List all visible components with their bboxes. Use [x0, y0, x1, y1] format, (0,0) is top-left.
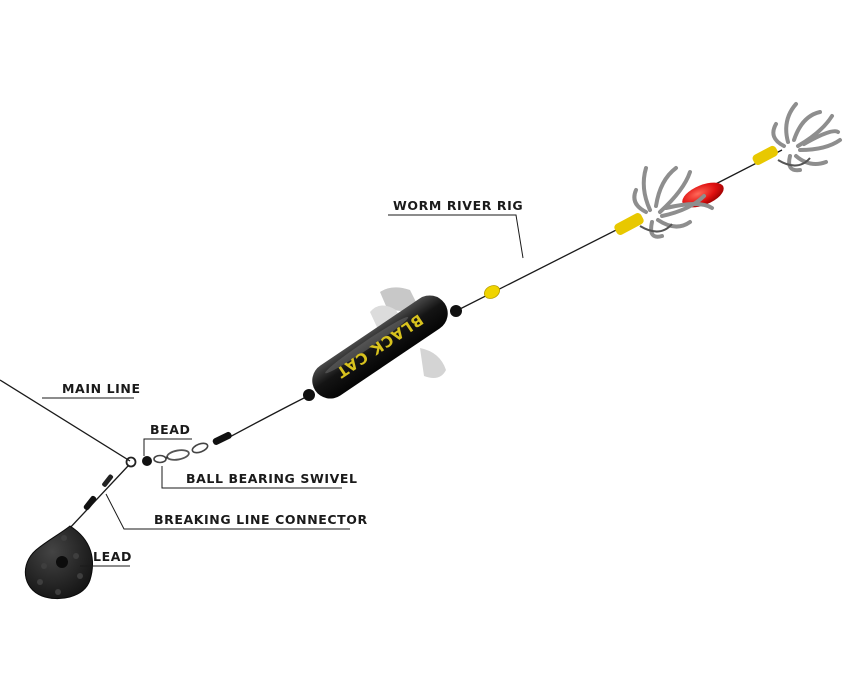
- rig-line: [225, 394, 311, 440]
- label-main-line: MAIN LINE: [62, 381, 141, 396]
- callout-lead: LEAD: [80, 549, 132, 567]
- label-lead: LEAD: [93, 549, 132, 564]
- worm-hook-lower-icon: [614, 166, 724, 239]
- float-bead-bottom: [303, 389, 315, 401]
- worm-hook-upper-icon: [752, 102, 842, 173]
- main-line: [0, 379, 131, 462]
- label-ball-bearing-swivel: BALL BEARING SWIVEL: [186, 471, 358, 486]
- callout-ball-bearing-swivel: BALL BEARING SWIVEL: [161, 466, 358, 489]
- breaking-line-connector-icon: [67, 465, 129, 531]
- label-breaking-line-connector: BREAKING LINE CONNECTOR: [154, 512, 368, 527]
- snap-swivel: [212, 431, 232, 445]
- callout-bead: BEAD: [143, 422, 192, 456]
- lead-weight-icon: [24, 525, 93, 600]
- callout-main-line: MAIN LINE: [42, 381, 141, 399]
- callout-worm-river-rig: WORM RIVER RIG: [388, 198, 524, 259]
- label-bead: BEAD: [150, 422, 191, 437]
- label-worm-river-rig: WORM RIVER RIG: [393, 198, 523, 213]
- float-bead-top: [450, 305, 462, 317]
- rig-line-upper: [453, 217, 641, 313]
- ball-bearing-swivel-icon: [125, 442, 209, 468]
- callout-breaking-line-connector: BREAKING LINE CONNECTOR: [105, 493, 368, 530]
- yellow-bead: [483, 285, 501, 299]
- bead-icon: [142, 456, 152, 466]
